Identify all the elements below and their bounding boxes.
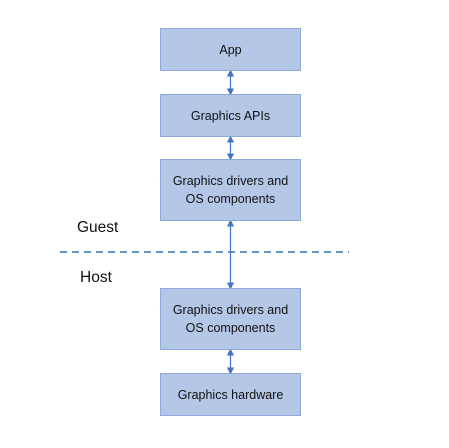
guest-graphics-drivers-box: Graphics drivers and OS components <box>160 159 301 221</box>
graphics-apis-box: Graphics APIs <box>160 94 301 137</box>
host-graphics-drivers-box-label: Graphics drivers and OS components <box>172 303 289 335</box>
graphics-apis-box-label: Graphics APIs <box>190 108 271 123</box>
guest-graphics-drivers-box-label: Graphics drivers and OS components <box>172 174 289 206</box>
guest-zone-label: Guest <box>77 219 119 236</box>
host-zone-label: Host <box>80 269 112 286</box>
app-box: App <box>160 28 301 71</box>
graphics-hardware-box-label: Graphics hardware <box>177 387 284 402</box>
graphics-hardware-box: Graphics hardware <box>160 373 301 416</box>
app-box-label: App <box>219 42 242 57</box>
host-graphics-drivers-box: Graphics drivers and OS components <box>160 288 301 350</box>
